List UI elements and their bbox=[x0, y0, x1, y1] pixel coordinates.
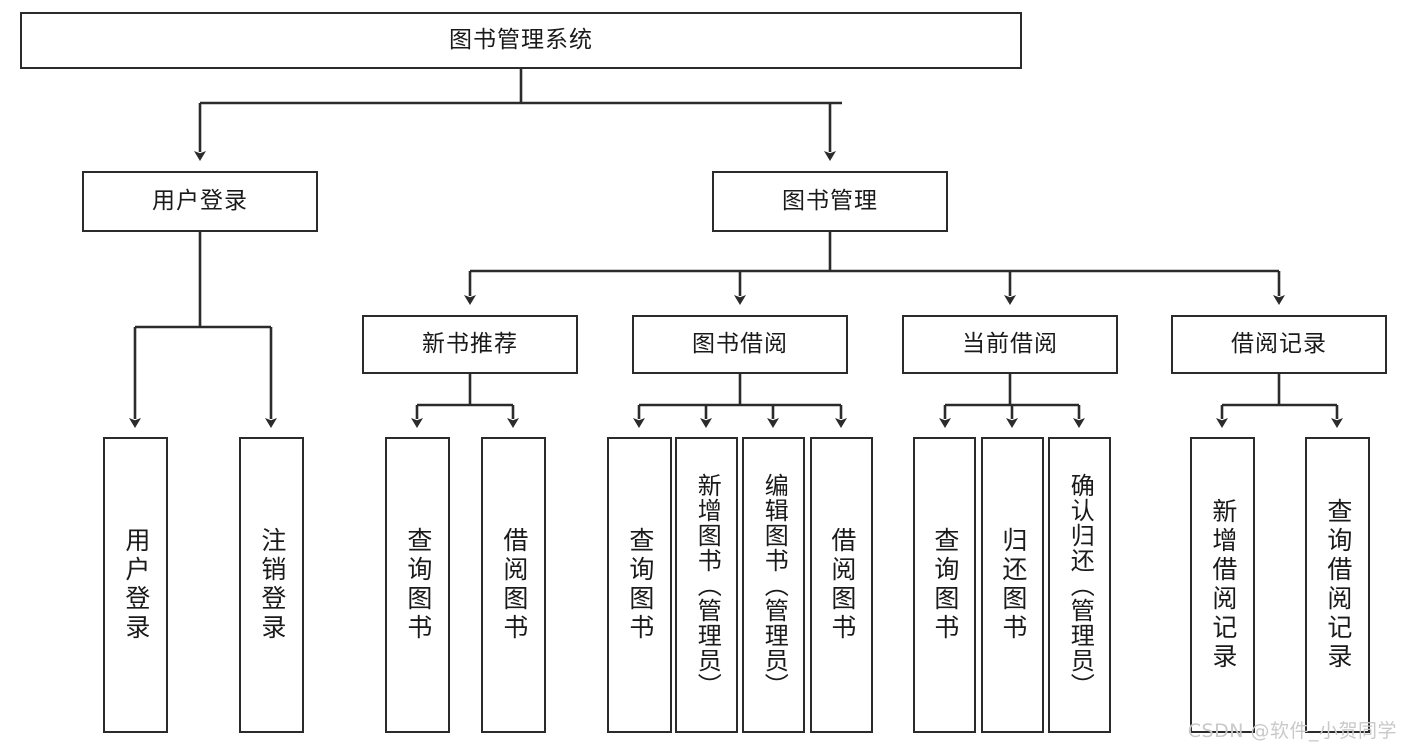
node-leaf-add-book-admin[interactable]: 新增图书（管理员） bbox=[675, 437, 738, 733]
node-root-book-management-system[interactable]: 图书管理系统 bbox=[20, 12, 1022, 69]
node-leaf-query-book-borrow[interactable]: 查询图书 bbox=[607, 437, 672, 733]
node-leaf-user-login[interactable]: 用户登录 bbox=[103, 437, 168, 733]
node-label: 查询图书 bbox=[625, 527, 655, 643]
node-leaf-query-book-current[interactable]: 查询图书 bbox=[913, 437, 976, 733]
node-label: 确认归还（管理员） bbox=[1066, 472, 1095, 698]
node-label: 注销登录 bbox=[257, 527, 287, 643]
node-leaf-add-borrow-record[interactable]: 新增借阅记录 bbox=[1190, 437, 1255, 733]
node-leaf-logout[interactable]: 注销登录 bbox=[239, 437, 304, 733]
node-label: 查询借阅记录 bbox=[1323, 498, 1353, 672]
node-leaf-query-borrow-record[interactable]: 查询借阅记录 bbox=[1305, 437, 1370, 733]
node-label: 新增借阅记录 bbox=[1208, 498, 1238, 672]
node-label: 图书借阅 bbox=[692, 331, 788, 357]
node-label: 新书推荐 bbox=[422, 331, 518, 357]
node-borrow-record[interactable]: 借阅记录 bbox=[1171, 315, 1387, 374]
node-new-book-recommend[interactable]: 新书推荐 bbox=[362, 315, 578, 374]
node-user-login[interactable]: 用户登录 bbox=[82, 171, 318, 232]
node-current-borrow[interactable]: 当前借阅 bbox=[902, 315, 1118, 374]
node-label: 借阅图书 bbox=[499, 527, 529, 643]
node-label: 借阅记录 bbox=[1231, 331, 1327, 357]
node-leaf-borrow-book-recommend[interactable]: 借阅图书 bbox=[481, 437, 546, 733]
node-label: 用户登录 bbox=[152, 188, 248, 214]
node-book-management[interactable]: 图书管理 bbox=[712, 171, 948, 232]
node-leaf-return-book[interactable]: 归还图书 bbox=[981, 437, 1044, 733]
node-label: 新增图书（管理员） bbox=[693, 472, 722, 698]
node-label: 用户登录 bbox=[121, 527, 151, 643]
node-label: 编辑图书（管理员） bbox=[760, 472, 789, 698]
node-label: 借阅图书 bbox=[827, 527, 857, 643]
node-label: 归还图书 bbox=[998, 527, 1028, 643]
node-leaf-edit-book-admin[interactable]: 编辑图书（管理员） bbox=[742, 437, 805, 733]
csdn-watermark: CSDN @软件_小贺同学 bbox=[1187, 720, 1397, 742]
node-book-borrow[interactable]: 图书借阅 bbox=[632, 315, 848, 374]
node-label: 当前借阅 bbox=[962, 331, 1058, 357]
node-label: 查询图书 bbox=[930, 527, 960, 643]
node-leaf-borrow-book[interactable]: 借阅图书 bbox=[810, 437, 873, 733]
node-label: 查询图书 bbox=[403, 527, 433, 643]
node-label: 图书管理系统 bbox=[449, 27, 593, 53]
node-label: 图书管理 bbox=[782, 188, 878, 214]
node-leaf-query-book-recommend[interactable]: 查询图书 bbox=[385, 437, 450, 733]
node-leaf-confirm-return-admin[interactable]: 确认归还（管理员） bbox=[1048, 437, 1111, 733]
